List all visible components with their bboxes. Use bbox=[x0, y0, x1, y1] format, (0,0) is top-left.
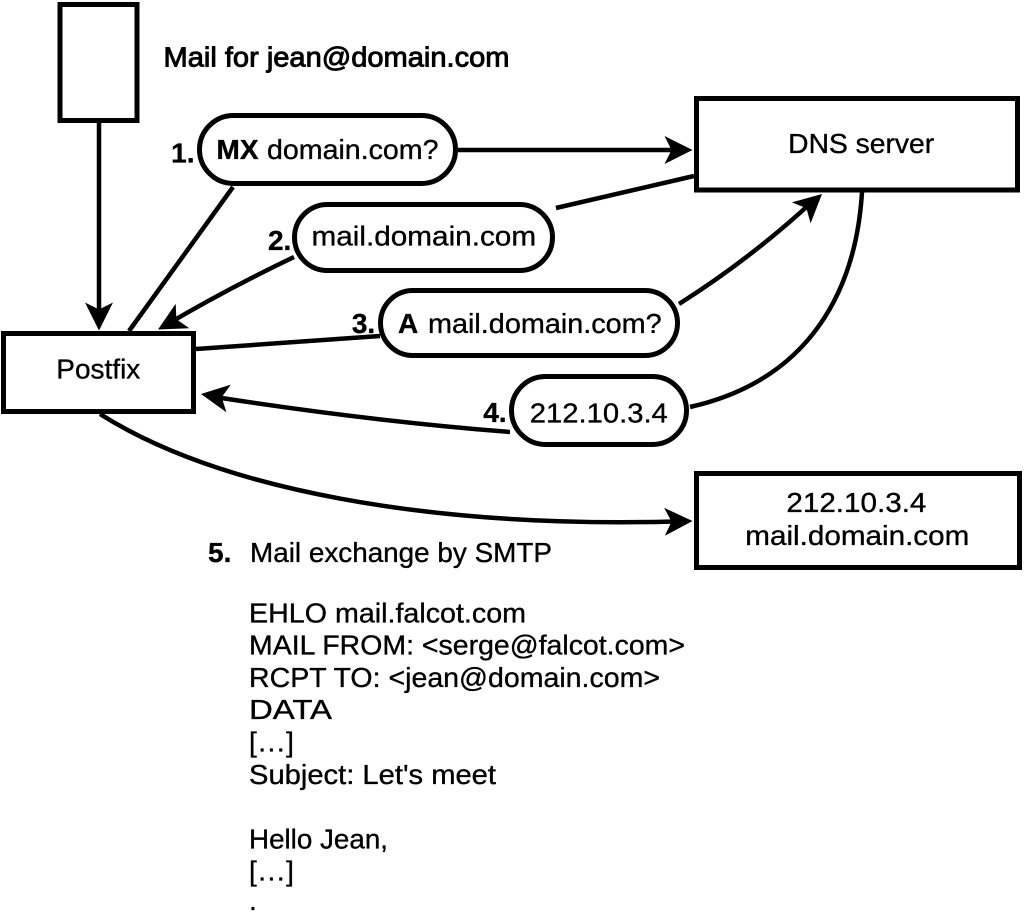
svg-text:domain.com?: domain.com? bbox=[267, 134, 439, 165]
svg-text:212.10.3.4: 212.10.3.4 bbox=[786, 487, 926, 518]
svg-text:Mail exchange by SMTP: Mail exchange by SMTP bbox=[250, 537, 552, 568]
svg-text:mail.domain.com: mail.domain.com bbox=[312, 221, 537, 252]
svg-text:3.: 3. bbox=[352, 308, 375, 339]
svg-text:mail.domain.com: mail.domain.com bbox=[745, 520, 969, 551]
svg-text:Subject: Let's meet: Subject: Let's meet bbox=[249, 759, 496, 790]
svg-text:Hello Jean,: Hello Jean, bbox=[249, 823, 388, 854]
svg-text:DNS server: DNS server bbox=[788, 128, 934, 159]
svg-text:.: . bbox=[249, 885, 257, 916]
svg-text:5.: 5. bbox=[208, 537, 231, 568]
svg-text:Mail for jean@domain.com: Mail for jean@domain.com bbox=[164, 41, 510, 72]
svg-text:A: A bbox=[398, 308, 418, 339]
svg-text:2.: 2. bbox=[268, 225, 291, 256]
svg-text:[...]: [...] bbox=[249, 727, 295, 758]
svg-text:[...]: [...] bbox=[249, 856, 295, 887]
svg-text:MAIL FROM: <serge@falcot.com>: MAIL FROM: <serge@falcot.com> bbox=[249, 630, 685, 661]
svg-text:mail.domain.com?: mail.domain.com? bbox=[428, 308, 662, 339]
svg-text:4.: 4. bbox=[483, 397, 506, 428]
svg-text:MX: MX bbox=[217, 134, 259, 165]
svg-text:RCPT TO: <jean@domain.com>: RCPT TO: <jean@domain.com> bbox=[249, 662, 660, 693]
svg-text:212.10.3.4: 212.10.3.4 bbox=[530, 397, 668, 428]
svg-text:EHLO mail.falcot.com: EHLO mail.falcot.com bbox=[249, 597, 526, 628]
svg-text:DATA: DATA bbox=[249, 694, 332, 725]
svg-text:1.: 1. bbox=[171, 138, 194, 169]
svg-text:Postfix: Postfix bbox=[56, 353, 140, 384]
